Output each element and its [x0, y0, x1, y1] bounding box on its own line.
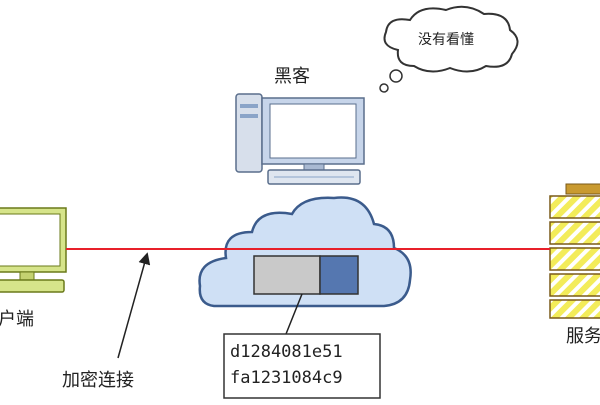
encrypted-packet [253, 255, 359, 295]
server-label: 服务 [566, 326, 600, 347]
packet-key-block [319, 255, 359, 295]
packet-data-block [253, 255, 321, 295]
server-unit [549, 247, 600, 271]
hacker-tower-slot [240, 114, 258, 118]
cipher-text-box [223, 333, 381, 399]
server-unit [549, 299, 600, 319]
encrypted-connection-label: 加密连接 [62, 370, 134, 391]
packet-leader-line [285, 293, 303, 335]
server-top [565, 183, 600, 195]
encrypted-pointer-arrow [117, 252, 151, 359]
client-stand [19, 271, 35, 281]
thought-bubble [379, 5, 519, 93]
cipher-line-1: d1284081e51 [230, 342, 343, 362]
thought-dot-medium [389, 69, 403, 83]
server-rack [549, 183, 600, 319]
hacker-computer [235, 93, 365, 185]
thought-cloud [383, 5, 519, 73]
server-unit [549, 273, 600, 297]
client-screen [0, 213, 61, 267]
server-unit [549, 221, 600, 245]
client-label: 户端 [0, 309, 34, 330]
thought-dot-small [379, 83, 389, 93]
cipher-line-2: fa1231084c9 [230, 368, 343, 388]
thought-text: 没有看懂 [418, 32, 474, 48]
client-computer [0, 207, 67, 293]
server-unit [549, 195, 600, 219]
hacker-tower-slot [240, 104, 258, 108]
client-keyboard [0, 279, 65, 293]
hacker-label: 黑客 [274, 66, 310, 87]
hacker-screen [269, 103, 357, 159]
